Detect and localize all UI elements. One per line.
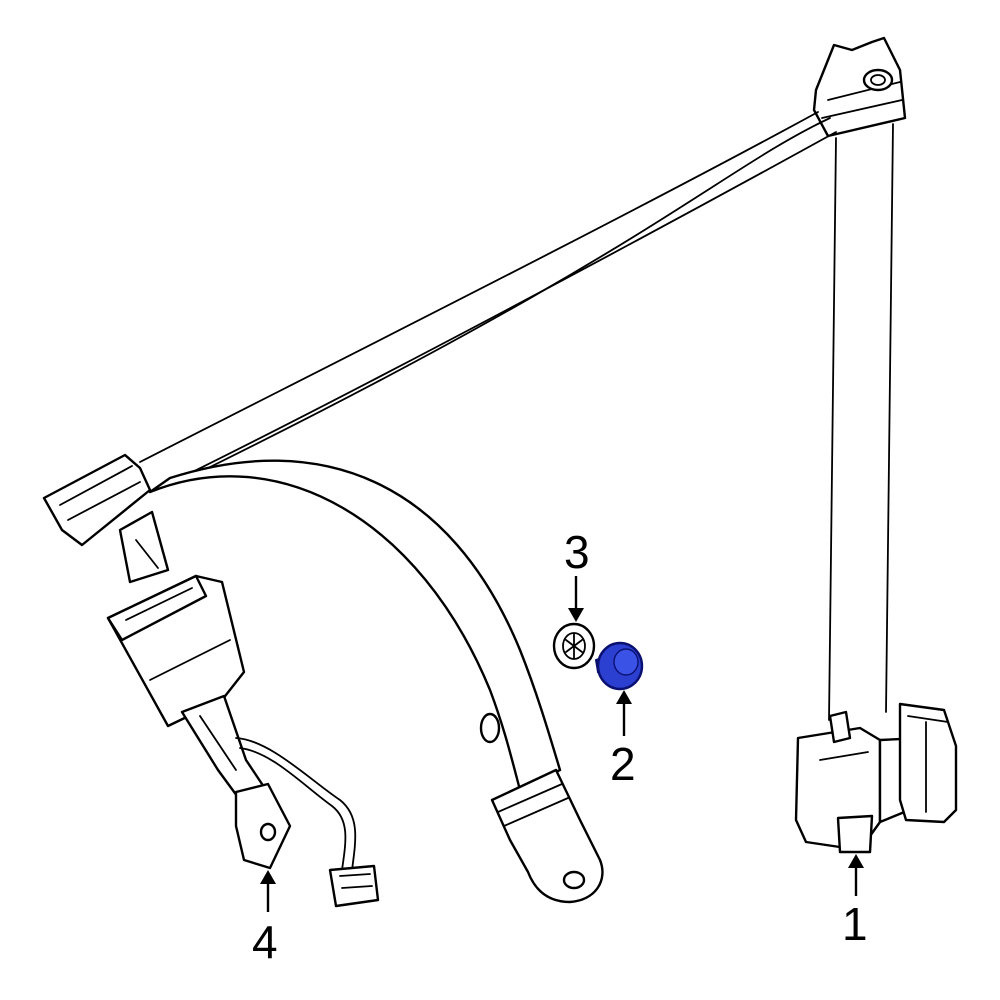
callout-2: 2 [610,738,636,790]
retractor [794,702,958,854]
bolt-highlighted [594,641,644,691]
buckle-assembly [106,574,380,908]
belt-guide [42,453,170,584]
callout-4: 4 [252,916,278,968]
arrow-4 [260,870,276,912]
shoulder-belt [139,111,837,489]
lap-belt [148,459,604,904]
washer [552,622,596,670]
vertical-webbing [828,123,894,721]
callout-1: 1 [842,898,868,950]
callout-3: 3 [564,526,590,578]
upper-anchor [812,36,907,138]
arrow-2 [616,690,632,736]
arrow-1 [848,854,864,896]
arrow-3 [568,576,584,622]
